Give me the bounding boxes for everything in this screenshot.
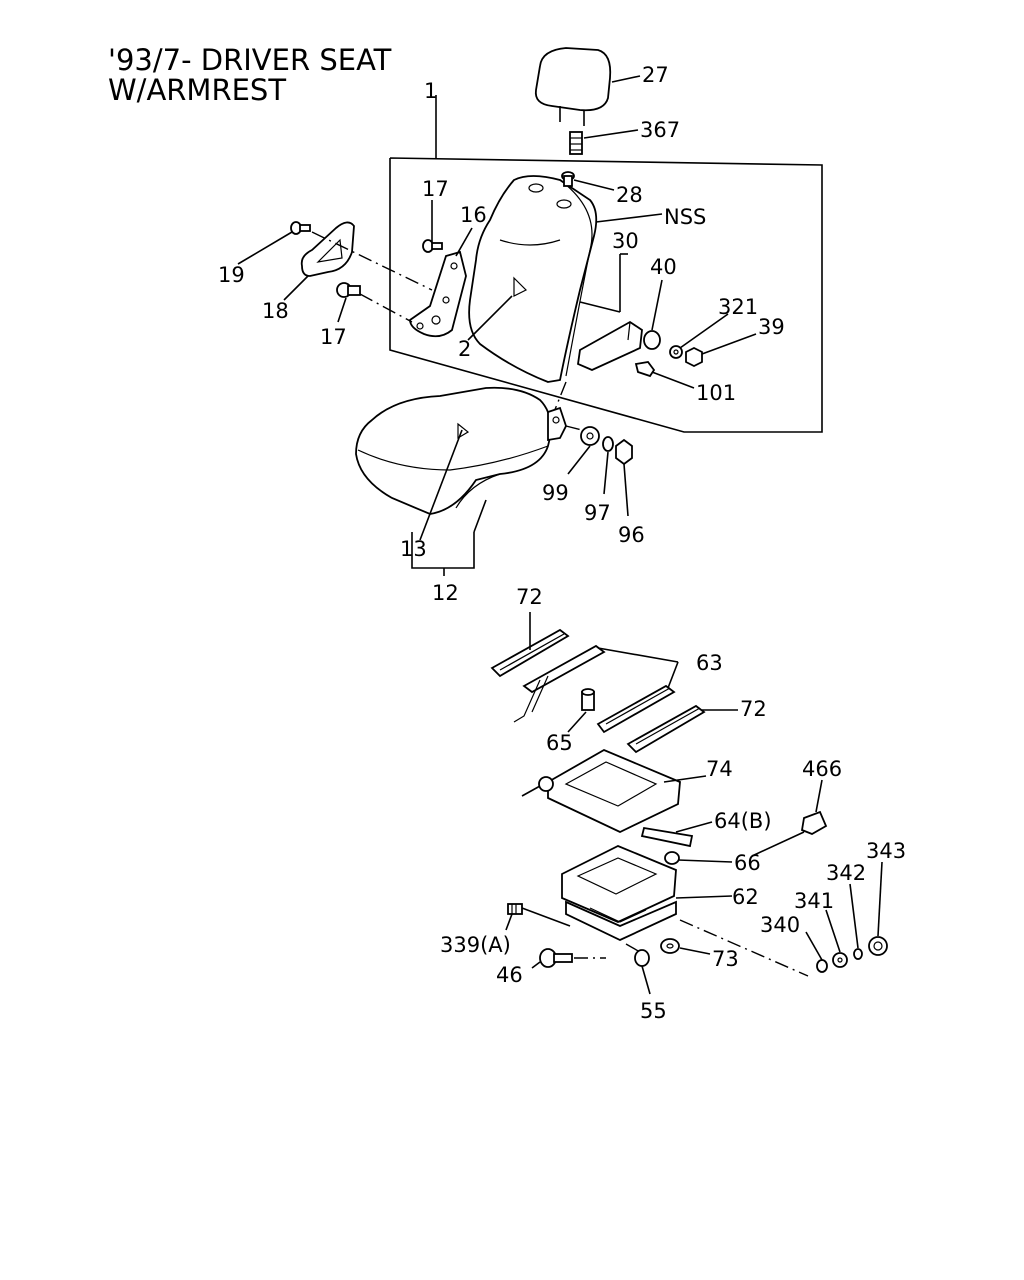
label-55: 55 [640, 999, 667, 1023]
label-18: 18 [262, 299, 289, 323]
label-13: 13 [400, 537, 427, 561]
label-40: 40 [650, 255, 677, 279]
label-342: 342 [826, 861, 866, 885]
clip-466-part [751, 779, 828, 857]
bracket-64b-part [640, 821, 713, 848]
seat-cushion-part [355, 386, 552, 541]
pin-101-part [634, 361, 695, 389]
label-340: 340 [760, 913, 800, 937]
bolt-46-part [531, 948, 606, 969]
spring-339a-part [505, 903, 571, 931]
seatback-assembly-bracket [389, 95, 823, 433]
guide-clip-part [561, 171, 615, 191]
screw-19-part [237, 221, 311, 265]
label-2: 2 [458, 337, 471, 361]
label-62: 62 [732, 885, 759, 909]
washer-321-part [669, 313, 729, 359]
nut-66-part [664, 851, 733, 865]
nut-55-part [625, 943, 651, 995]
nut-39-part [685, 333, 757, 368]
seatback-part [467, 175, 598, 383]
label-30: 30 [612, 229, 639, 253]
bolt-17-upper-part [422, 200, 443, 253]
label-74: 74 [706, 757, 733, 781]
label-72-upper: 72 [516, 585, 543, 609]
label-64b: 64(B) [714, 809, 772, 833]
label-99: 99 [542, 481, 569, 505]
recliner-bracket-part [409, 227, 473, 338]
washer-97-part [602, 436, 614, 495]
label-1: 1 [424, 79, 437, 103]
label-16: 16 [460, 203, 487, 227]
label-339a: 339(A) [440, 933, 511, 957]
cushion-assembly-bracket [411, 499, 487, 576]
alignment-line-4 [679, 919, 809, 977]
washer-341-part [825, 909, 848, 968]
label-321: 321 [718, 295, 758, 319]
bolt-17-lower-part [336, 282, 361, 323]
label-27: 27 [642, 63, 669, 87]
label-367: 367 [640, 118, 680, 142]
label-97: 97 [584, 501, 611, 525]
nut-96-part [615, 438, 633, 517]
headrest-guide-part [569, 129, 639, 155]
label-101: 101 [696, 381, 736, 405]
label-96: 96 [618, 523, 645, 547]
label-12: 12 [432, 581, 459, 605]
alignment-line-2 [359, 293, 413, 323]
rail-72-lower-part [626, 704, 738, 754]
label-39: 39 [758, 315, 785, 339]
label-63: 63 [696, 651, 723, 675]
label-73: 73 [712, 947, 739, 971]
label-17-lower: 17 [320, 325, 347, 349]
rail-63-right-part [596, 684, 676, 734]
label-466: 466 [802, 757, 842, 781]
label-72-lower: 72 [740, 697, 767, 721]
bushing-40-part [643, 279, 663, 350]
headrest-part [534, 47, 641, 126]
label-343: 343 [866, 839, 906, 863]
label-46: 46 [496, 963, 523, 987]
washer-340-part [805, 931, 828, 973]
label-341: 341 [794, 889, 834, 913]
label-66: 66 [734, 851, 761, 875]
alignment-line-3 [553, 381, 567, 413]
label-65: 65 [546, 731, 573, 755]
cushion-hinge-part [547, 406, 567, 442]
label-28: 28 [616, 183, 643, 207]
recliner-lever-part [283, 221, 355, 301]
cap-343-part [868, 861, 888, 956]
washer-342-part [849, 883, 863, 960]
bushing-99-part [565, 425, 600, 475]
label-nss: NSS [664, 205, 706, 229]
title-line-2: W/ARMREST [108, 73, 286, 107]
label-19: 19 [218, 263, 245, 287]
rail-72-upper-part [490, 612, 570, 678]
bolt-65-part [567, 688, 595, 733]
label-17-upper: 17 [422, 177, 449, 201]
title-line-1: '93/7- DRIVER SEAT [108, 43, 392, 77]
alignment-line-1 [311, 231, 433, 291]
lifter-62-part [561, 845, 733, 941]
slide-frame-74-part [521, 748, 707, 833]
armrest-part [577, 253, 643, 371]
nss-leader [595, 213, 663, 223]
bushing-73-part [660, 938, 711, 955]
adjuster-rod-63-part [513, 644, 679, 723]
